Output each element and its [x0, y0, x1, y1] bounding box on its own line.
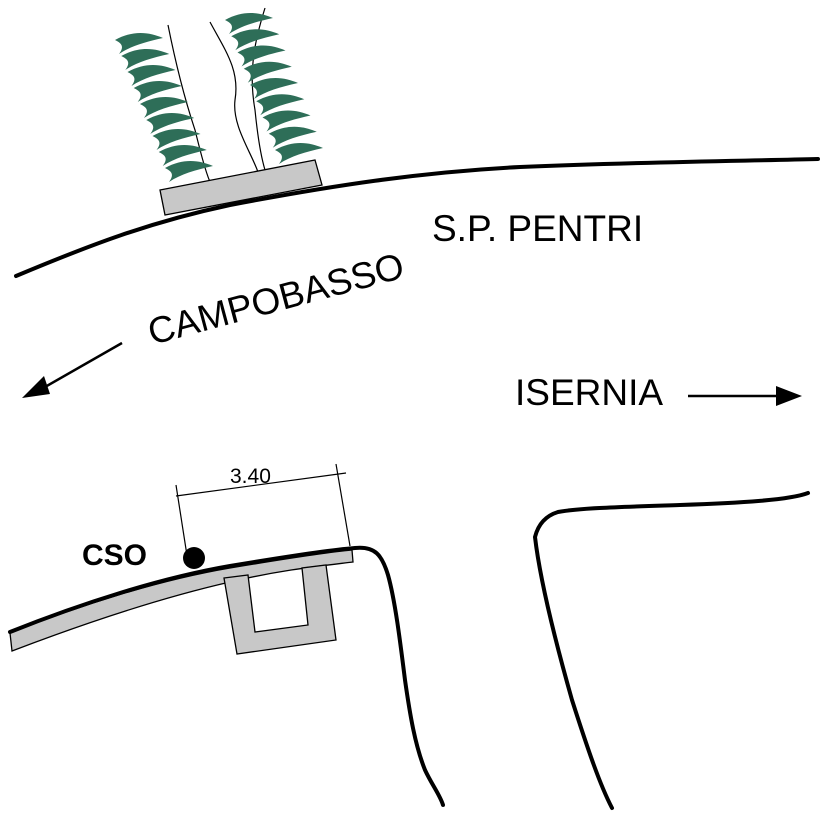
- hedge-leaf: [256, 94, 305, 116]
- arrow-left-icon: [22, 341, 123, 398]
- cso-station-marker: [183, 547, 205, 569]
- cso-label: CSO: [82, 539, 147, 572]
- hedge-leaf: [225, 13, 273, 34]
- arrow-right-icon: [688, 386, 802, 406]
- hedge-left: [115, 24, 213, 183]
- campobasso-label: CAMPOBASSO: [143, 245, 408, 353]
- hedge-leaf: [152, 129, 201, 150]
- road-name-label: S.P. PENTRI: [432, 208, 643, 249]
- hedge-leaf: [243, 61, 292, 83]
- hedge-base-slab: [159, 159, 323, 216]
- road-edge-north: [14, 157, 820, 278]
- hedge-leaf: [140, 97, 188, 118]
- hedge-leaf: [133, 81, 182, 102]
- hedge-right: [209, 7, 323, 173]
- hedge-leaf: [115, 33, 163, 54]
- manhole-box: [223, 564, 337, 655]
- hedge-leaf: [165, 161, 213, 182]
- hedge-leaf: [121, 49, 170, 70]
- hedge-leaf: [158, 145, 207, 166]
- hedge-leaf: [268, 126, 317, 148]
- isernia-label: ISERNIA: [515, 372, 663, 413]
- hedge-leaf: [262, 110, 311, 132]
- road-edge-southeast: [533, 491, 810, 810]
- dimension-label: 3.40: [230, 465, 271, 488]
- hedge-leaf: [231, 29, 280, 51]
- road-edge-southwest: [8, 545, 445, 807]
- hedge-leaf: [275, 143, 323, 164]
- dimension-annotation: 3.40: [175, 463, 351, 563]
- hedge-leaf: [237, 45, 286, 67]
- hedge-leaf: [127, 65, 176, 86]
- hedge-leaf: [250, 78, 298, 99]
- hedge-leaf: [146, 113, 195, 134]
